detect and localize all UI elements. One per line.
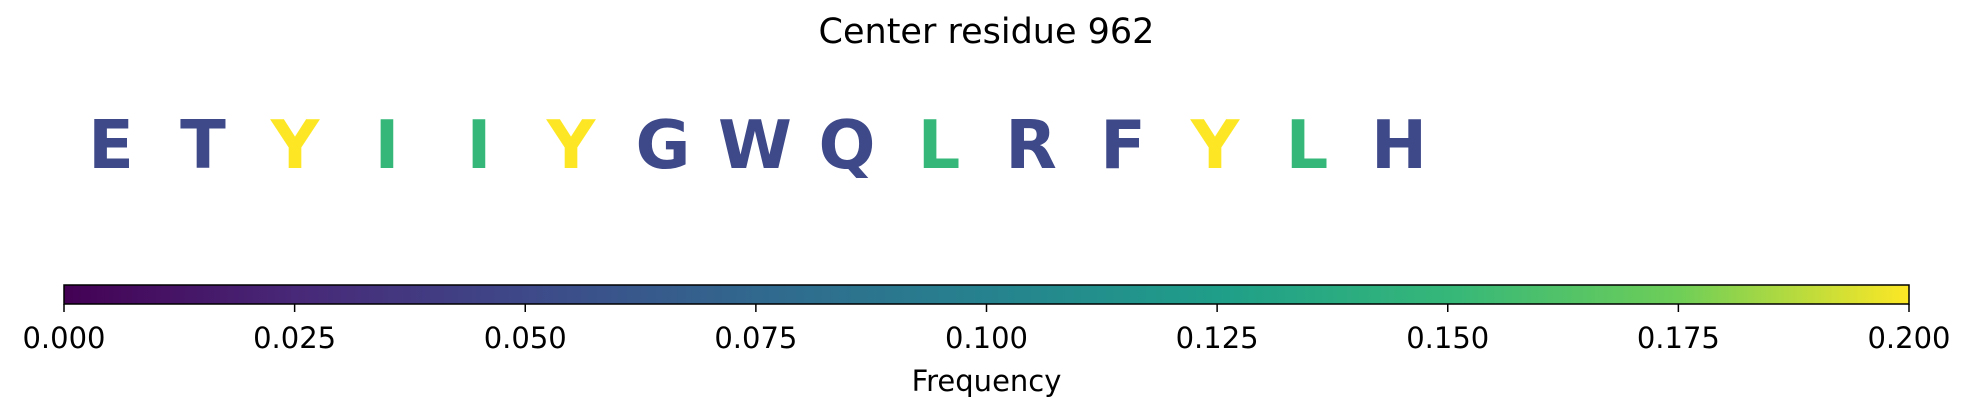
colorbar-ticks: 0.000 0.025 0.050 0.075 0.100 0.125 0.150 0.175… [22, 304, 1951, 355]
residue-letter: L [918, 106, 961, 184]
residue-letter: I [467, 106, 492, 184]
residue-letter: H [1371, 106, 1427, 184]
residue-letter: F [1100, 106, 1146, 184]
residue-letter: Y [1190, 106, 1241, 184]
colorbar-tick-label: 0.075 [714, 321, 797, 355]
colorbar-tick-label: 0.200 [1867, 321, 1950, 355]
colorbar-tick-label: 0.175 [1637, 321, 1720, 355]
residue-letter: I [375, 106, 400, 184]
colorbar [63, 284, 1910, 305]
residue-letter: T [180, 106, 226, 184]
residue-letter: W [718, 106, 792, 184]
colorbar-tick-label: 0.025 [253, 321, 336, 355]
residue-letter: E [88, 106, 134, 184]
colorbar-tick-label: 0.125 [1176, 321, 1259, 355]
residue-letter: Y [546, 106, 597, 184]
residue-letter: L [1286, 106, 1329, 184]
chart-title: Center residue 962 [818, 12, 1155, 52]
residue-letter: Y [270, 106, 321, 184]
colorbar-tick-label: 0.050 [484, 321, 567, 355]
colorbar-tick-label: 0.100 [945, 321, 1028, 355]
residue-letter: G [636, 106, 691, 184]
colorbar-tick-label: 0.150 [1406, 321, 1489, 355]
residue-letter: Q [819, 106, 876, 184]
residue-letter: R [1005, 106, 1057, 184]
colorbar-label: Frequency [912, 364, 1062, 398]
colorbar-tick-label: 0.000 [22, 321, 105, 355]
